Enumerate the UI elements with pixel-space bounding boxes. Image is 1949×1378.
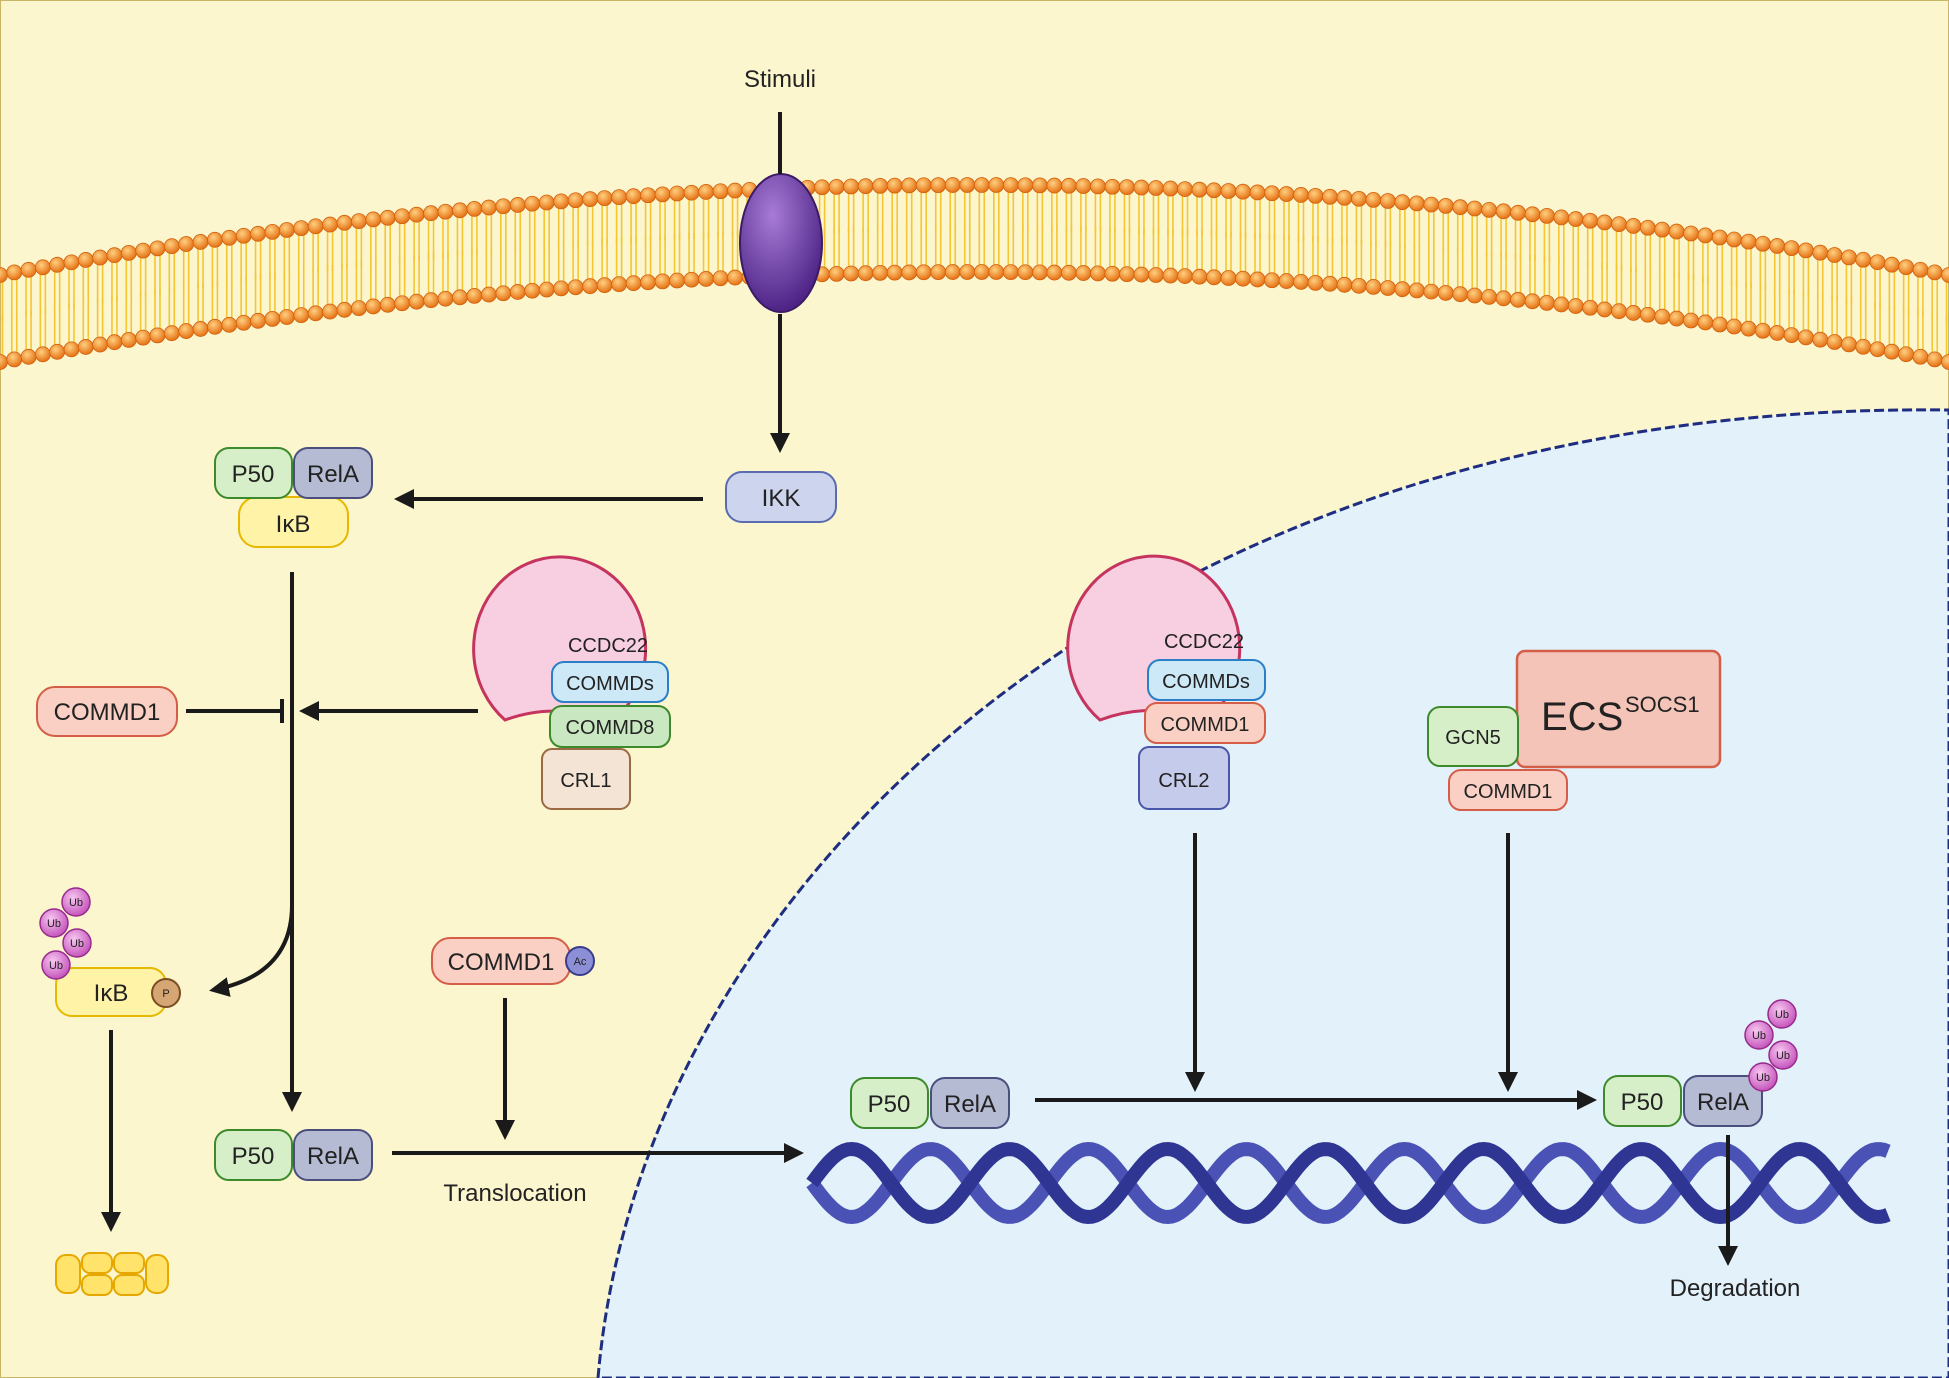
acetyl-label: Ac [574,956,587,968]
svg-text:Ub: Ub [1775,1009,1789,1021]
p50-nuclear-label: P50 [868,1091,911,1118]
commd1-ecs-label: COMMD1 [1464,781,1553,803]
ikk-label: IKK [762,485,801,512]
cell-membrane [0,177,1949,370]
phospho-icon [151,978,181,1008]
ikb-ub-label: IκB [94,980,129,1007]
ubiquitin-chain: Ub Ub Ub Ub [39,887,92,980]
svg-text:Ub: Ub [47,918,61,930]
stimuli-label: Stimuli [744,66,816,93]
nfkb-ikb-complex: IκB P50 RelA [214,447,373,548]
svg-text:Ub: Ub [1752,1030,1766,1042]
ikb-phosphorylation-arrow [209,904,294,997]
commd1-nuclear-label: COMMD1 [1161,714,1250,736]
crl1-label: CRL1 [560,770,611,792]
commd1-label: COMMD1 [54,699,161,726]
p50-label: P50 [232,461,275,488]
svg-text:Ub: Ub [1776,1050,1790,1062]
degraded-fragments-icon [55,1252,169,1296]
p50-ub-label: P50 [1621,1089,1664,1116]
p50-free-label: P50 [232,1143,275,1170]
commds-label: COMMDs [566,673,654,695]
ccdc22-crl1-complex: CCDC22 COMMDs COMMD8 CRL1 [472,555,671,810]
svg-text:Ub: Ub [69,897,83,909]
ccdc22-label: CCDC22 [568,635,648,657]
svg-text:Ub: Ub [70,938,84,950]
ecs-superscript: SOCS1 [1625,692,1700,717]
nfkb-free: P50 RelA [214,1129,373,1181]
rela-ub-label: RelA [1697,1089,1749,1116]
ccdc22-crl2-complex: CCDC22 COMMDs COMMD1 CRL2 [1066,554,1266,810]
ikb-label: IκB [276,511,311,538]
rela-free-label: RelA [307,1143,359,1170]
translocation-label: Translocation [443,1180,586,1207]
rela-nuclear-label: RelA [944,1091,996,1118]
svg-text:Ub: Ub [49,960,63,972]
commd1-ac-label: COMMD1 [448,949,555,976]
ccdc22-nuclear-label: CCDC22 [1164,631,1244,653]
ubiquitin-chain-nuclear: Ub Ub Ub Ub [1744,999,1798,1092]
dna-strand-1 [806,1141,1891,1225]
ikb-ubiquitinated: IκB P Ub Ub Ub Ub [39,887,181,1017]
phospho-label: P [162,988,169,1000]
dna-helix [806,1141,1891,1225]
ecs-socs1-complex: ECS SOCS1 GCN5 COMMD1 [1427,649,1722,811]
ecs-label: ECS [1541,695,1623,739]
nfkb-nuclear: P50 RelA [850,1077,1010,1129]
commd8-label: COMMD8 [566,717,655,739]
crl2-label: CRL2 [1158,770,1209,792]
acetyl-icon [565,946,595,976]
nfkb-nuclear-ubiquitinated: P50 RelA Ub Ub Ub Ub [1603,999,1798,1127]
receptor [739,173,823,313]
commd1-acetylated: COMMD1 Ac [431,937,595,985]
svg-text:Ub: Ub [1756,1072,1770,1084]
commd1-cytoplasm: COMMD1 [36,686,178,737]
gcn5-label: GCN5 [1445,727,1501,749]
dna-strand-2 [806,1141,1891,1225]
rela-label: RelA [307,461,359,488]
commds-nuclear-label: COMMDs [1162,671,1250,693]
ikk-protein: IKK [725,471,837,523]
degradation-label: Degradation [1670,1275,1801,1302]
